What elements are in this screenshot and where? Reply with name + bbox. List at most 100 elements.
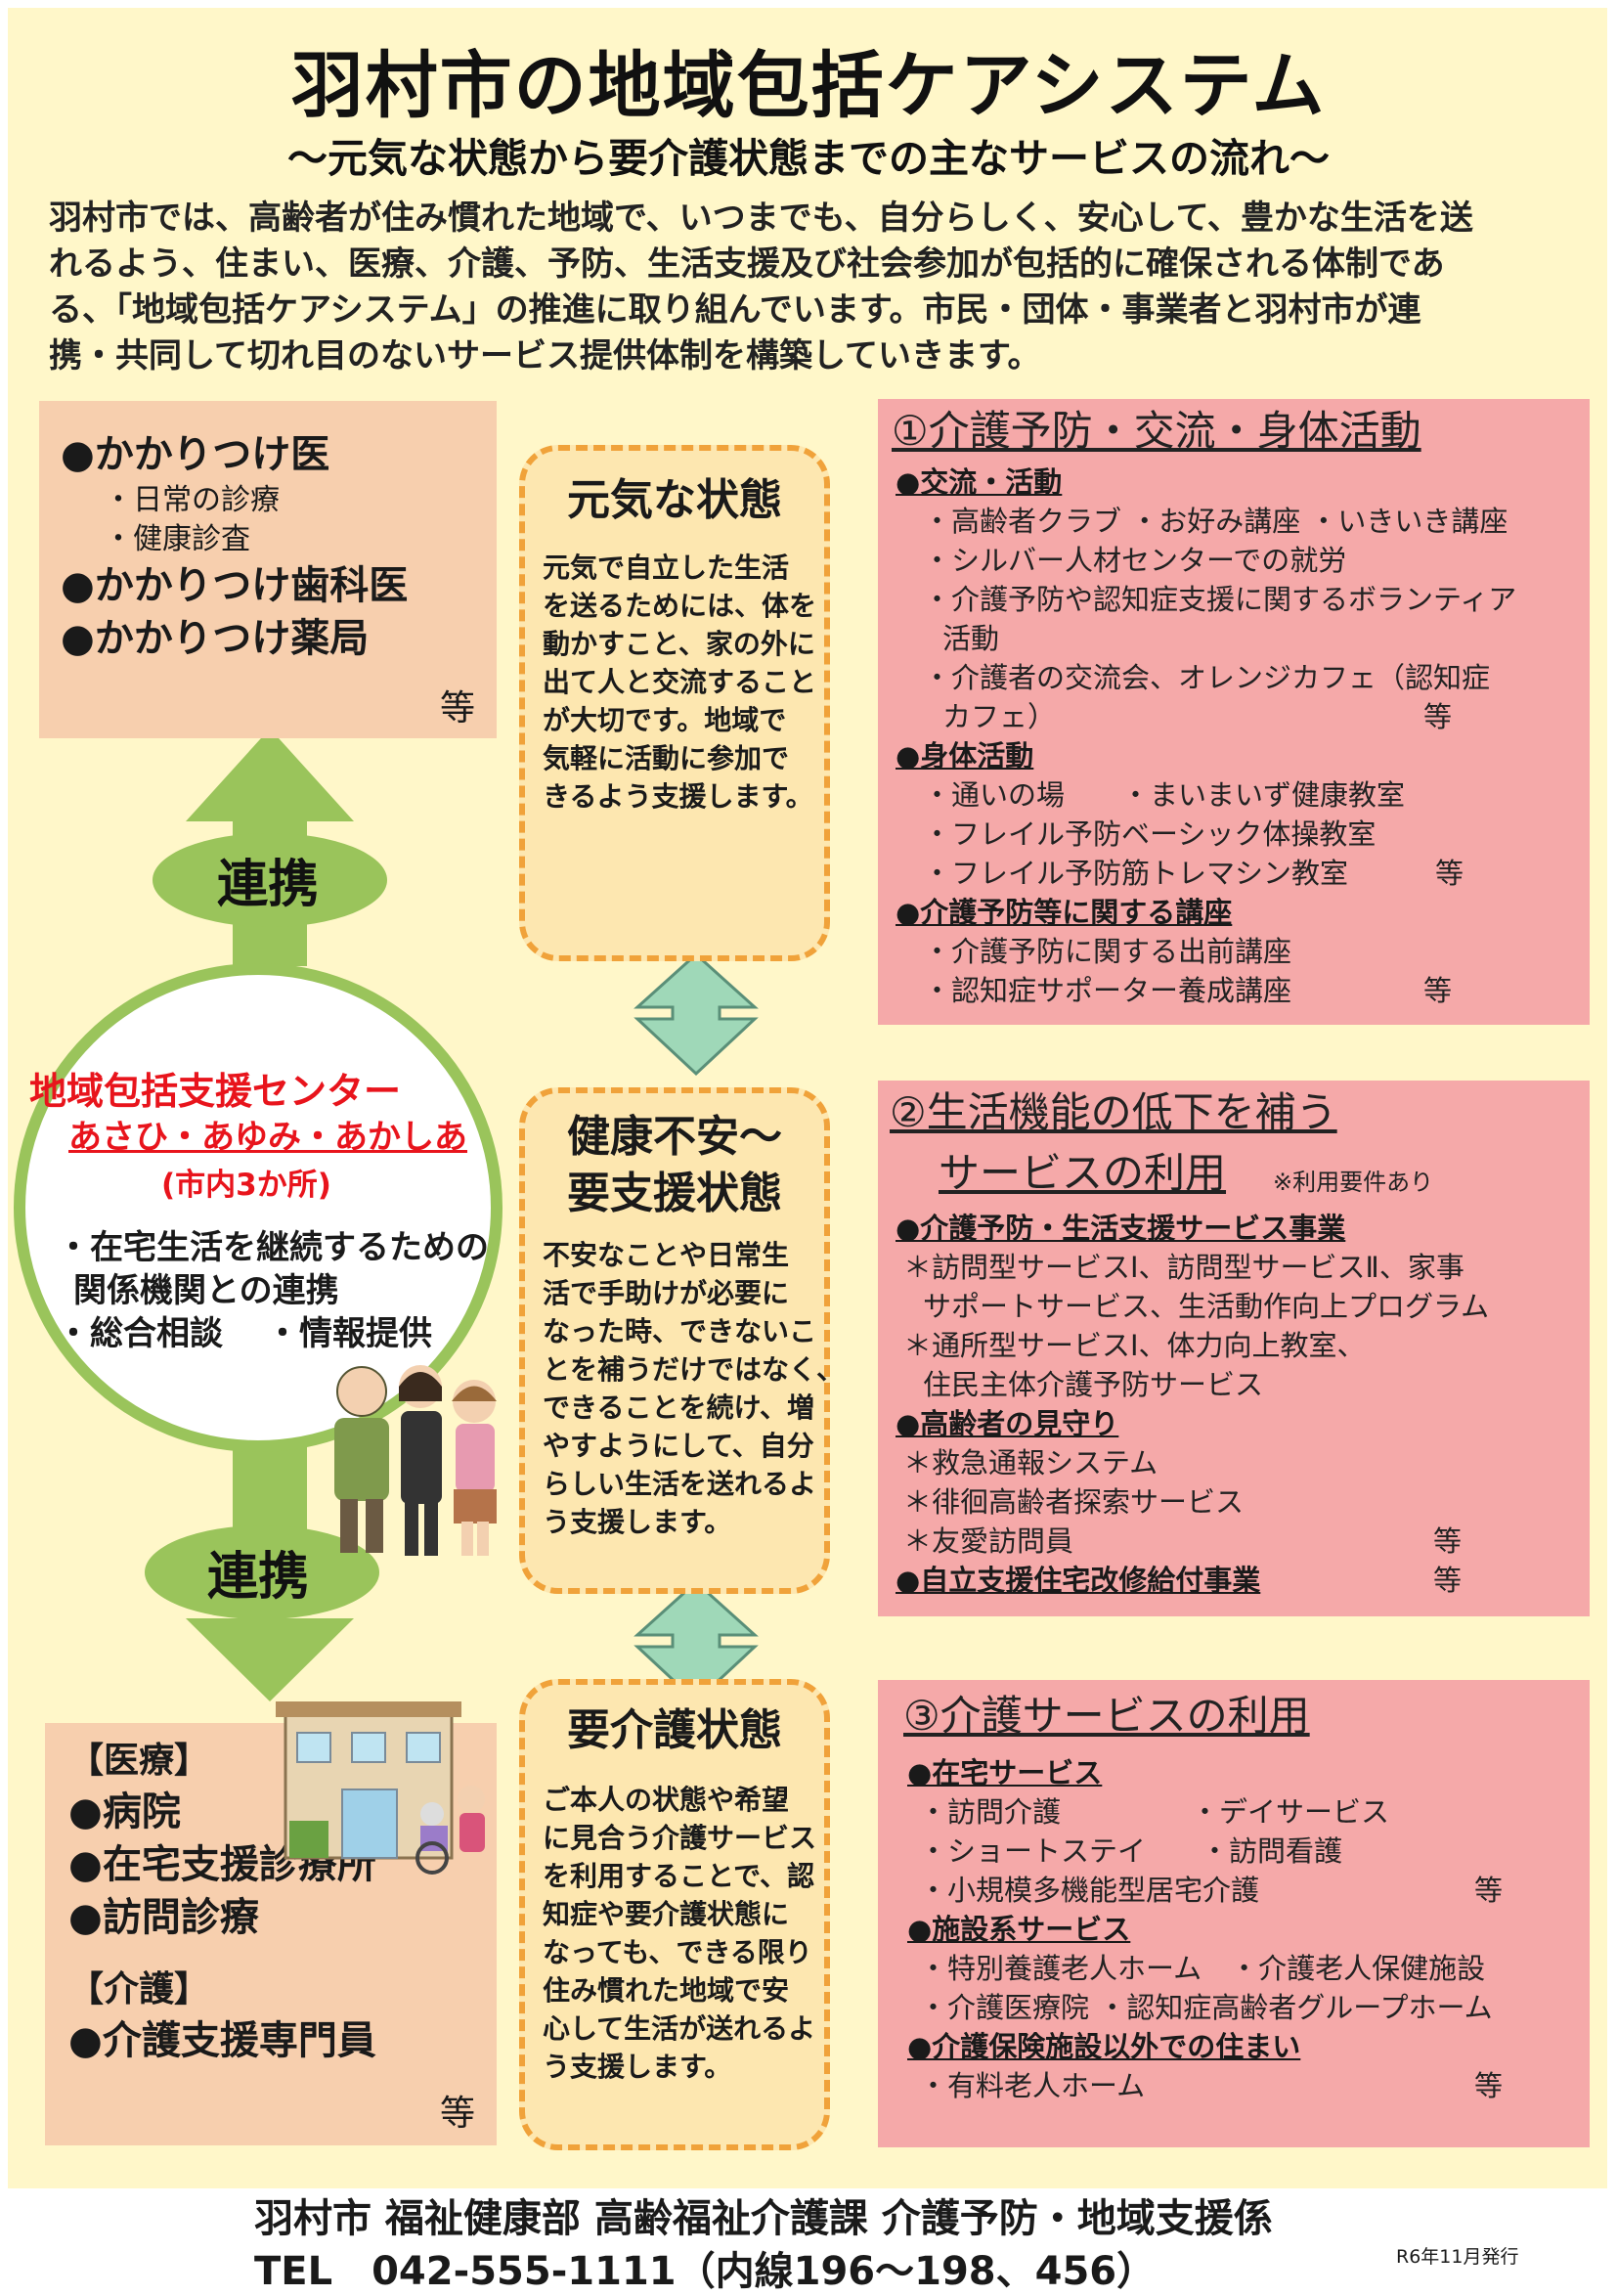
care-facility-illustration: [276, 1701, 485, 1875]
intro-line: る、「地域包括ケアシステム」の推進に取り組んでいます。市民・団体・事業者と羽村市…: [49, 290, 1421, 330]
issue-date: R6年11月発行: [1396, 2246, 1519, 2268]
cooperation-label-bottom: 連携: [207, 1548, 310, 1607]
list-item: ＊訪問型サービスⅠ、訪問型サービスⅡ、家事: [903, 1251, 1464, 1284]
list-item: ・訪問看護: [1201, 1834, 1343, 1868]
support-center-count: (市内3か所): [161, 1168, 331, 1203]
green-arrow-up-icon: [153, 729, 387, 966]
section-title: ③介護サービスの利用: [903, 1692, 1310, 1740]
etc-label: 等: [1433, 1524, 1463, 1558]
double-arrow-icon: [634, 951, 759, 1077]
state-body-line: とを補うだけではなく、: [543, 1353, 845, 1386]
state-body-line: が大切です。地域で: [543, 704, 787, 736]
state-body-line: なっても、できる限り: [543, 1936, 812, 1968]
list-item: ・介護予防や認知症支援に関するボランティア: [923, 583, 1517, 616]
etc-label: 等: [1474, 1874, 1504, 1907]
state-body-line: 気軽に活動に参加で: [543, 742, 790, 774]
list-item: ・シルバー人材センターでの就労: [923, 544, 1347, 577]
state-support-box: 健康不安～ 要支援状態 不安なことや日常生 活で手助けが必要に なった時、できな…: [519, 1087, 845, 1594]
state-title: 要介護状態: [567, 1705, 782, 1755]
support-center-names: あさひ・あゆみ・あかしあ: [68, 1118, 467, 1157]
section-title: ①介護予防・交流・身体活動: [892, 407, 1421, 455]
requirement-note: ※利用要件あり: [1273, 1169, 1434, 1196]
intro-line: 携・共同して切れ目のないサービス提供体制を構築していきます。: [49, 336, 1041, 375]
care-manager-label: ●介護支援専門員: [68, 2018, 376, 2063]
list-item: ・介護医療院 ・認知症高齢者グループホーム: [919, 1991, 1493, 2024]
list-item: ・フレイル予防ベーシック体操教室: [923, 817, 1377, 851]
page-title: 羽村市の地域包括ケアシステム: [290, 44, 1327, 128]
intro-paragraph: 羽村市では、高齢者が住み慣れた地域で、いつまでも、自分らしく、安心して、豊かな生…: [49, 196, 1584, 379]
primary-pharmacy-label: ●かかりつけ薬局: [61, 616, 370, 661]
list-item: ・介護者の交流会、オレンジカフェ（認知症: [923, 661, 1491, 694]
state-body-line: やすようにして、自分: [543, 1430, 814, 1462]
center-service-2: ・総合相談: [57, 1314, 223, 1353]
list-item: ・特別養護老人ホーム ・介護老人保健施設: [919, 1952, 1486, 1985]
state-body-line: う支援します。: [543, 1506, 732, 1538]
routine-care-label: ・日常の診療: [104, 483, 280, 517]
state-body-line: う支援します。: [543, 2051, 732, 2083]
list-item: ・フレイル予防筋トレマシン教室: [923, 857, 1349, 890]
list-item: ＊友愛訪問員: [903, 1524, 1074, 1558]
list-item: ・小規模多機能型居宅介護: [919, 1874, 1260, 1907]
care-heading: 【介護】: [68, 1969, 210, 2009]
center-service-1: ・在宅生活を継続するための: [57, 1228, 489, 1267]
list-item: ・高齢者クラブ ・お好み講座 ・いきいき講座: [923, 505, 1508, 538]
primary-doctor-label: ●かかりつけ医: [61, 432, 330, 477]
list-item: ・ショートステイ: [919, 1834, 1147, 1868]
category-label: ●介護予防・生活支援サービス事業: [896, 1212, 1346, 1245]
state-body-line: 元気で自立した生活: [543, 552, 790, 584]
list-item: ＊徘徊高齢者探索サービス: [903, 1485, 1245, 1519]
etc-label: 等: [1474, 2069, 1504, 2102]
health-checkup-label: ・健康診査: [104, 522, 250, 556]
category-label: ●施設系サービス: [907, 1913, 1131, 1946]
prevention-activities-box: ①介護予防・交流・身体活動 ●交流・活動 ・高齢者クラブ ・お好み講座 ・いきい…: [878, 399, 1590, 1025]
etc-label: 等: [1423, 700, 1453, 733]
state-body-line: らしい生活を送れるよ: [543, 1468, 817, 1500]
list-item: ・訪問介護: [919, 1795, 1062, 1829]
state-title: 元気な状態: [567, 475, 782, 525]
state-body-line: 活で手助けが必要に: [543, 1277, 790, 1309]
state-title: 健康不安～: [567, 1112, 782, 1162]
state-body-line: 心して生活が送れるよ: [543, 2012, 816, 2045]
category-label: ●介護保険施設以外での住まい: [907, 2030, 1301, 2063]
footer-phone: TEL 042-555-1111（内線196～198、456）: [254, 2249, 1157, 2294]
state-healthy-box: 元気な状態 元気で自立した生活 を送るためには、体を 動かすこと、家の外に 出て…: [519, 445, 830, 961]
elderly-people-illustration: [334, 1365, 497, 1556]
list-item: ＊通所型サービスⅠ、体力向上教室、: [903, 1329, 1366, 1362]
primary-dentist-label: ●かかりつけ歯科医: [61, 563, 409, 608]
state-body-line: を送るためには、体を: [543, 590, 817, 622]
state-body-line: できることを続け、増: [543, 1391, 815, 1424]
etc-label: 等: [1423, 974, 1453, 1007]
list-item: 住民主体介護予防サービス: [923, 1368, 1264, 1401]
support-center-title: 地域包括支援センター: [29, 1070, 402, 1113]
green-arrow-down-icon: [145, 1447, 379, 1701]
etc-label: 等: [439, 688, 475, 729]
list-item: ・通いの場 ・まいまいず健康教室: [923, 778, 1406, 812]
state-body-line: 知症や要介護状態に: [543, 1898, 790, 1930]
section-title: ②生活機能の低下を補う: [890, 1088, 1337, 1136]
state-care-box: 要介護状態 ご本人の状態や希望 に見合う介護サービス を利用することで、認 知症…: [519, 1679, 830, 2150]
category-label: ●介護予防等に関する講座: [896, 896, 1233, 929]
category-label: ●在宅サービス: [907, 1756, 1103, 1789]
list-item: ・認知症サポーター養成講座: [923, 974, 1292, 1007]
state-body-line: きるよう支援します。: [543, 780, 813, 813]
cooperation-label-top: 連携: [217, 856, 320, 914]
etc-label: 等: [1435, 857, 1464, 890]
category-label: ●身体活動: [896, 739, 1034, 773]
etc-label: 等: [1433, 1564, 1463, 1597]
state-title: 要支援状態: [567, 1169, 782, 1218]
hospital-label: ●病院: [68, 1789, 181, 1834]
state-body-line: に見合う介護サービス: [543, 1822, 817, 1854]
list-item: ・介護予防に関する出前講座: [923, 935, 1292, 968]
intro-line: れるよう、住まい、医療、介護、予防、生活支援及び社会参加が包括的に確保される体制…: [49, 244, 1445, 284]
list-item: サポートサービス、生活動作向上プログラム: [923, 1290, 1490, 1323]
center-service-3: ・情報提供: [266, 1314, 432, 1353]
primary-care-box: ●かかりつけ医 ・日常の診療 ・健康診査 ●かかりつけ歯科医 ●かかりつけ薬局 …: [39, 401, 497, 738]
list-item: ＊救急通報システム: [903, 1446, 1158, 1479]
list-item: 活動: [942, 622, 1000, 655]
medical-heading: 【医療】: [68, 1741, 210, 1781]
state-body-line: 動かすこと、家の外に: [543, 628, 815, 660]
page-subtitle: ～元気な状態から要介護状態までの主なサービスの流れ～: [287, 135, 1330, 182]
etc-label: 等: [439, 2094, 475, 2134]
state-body-line: を利用することで、認: [543, 1860, 815, 1892]
state-body-line: ご本人の状態や希望: [543, 1784, 790, 1816]
